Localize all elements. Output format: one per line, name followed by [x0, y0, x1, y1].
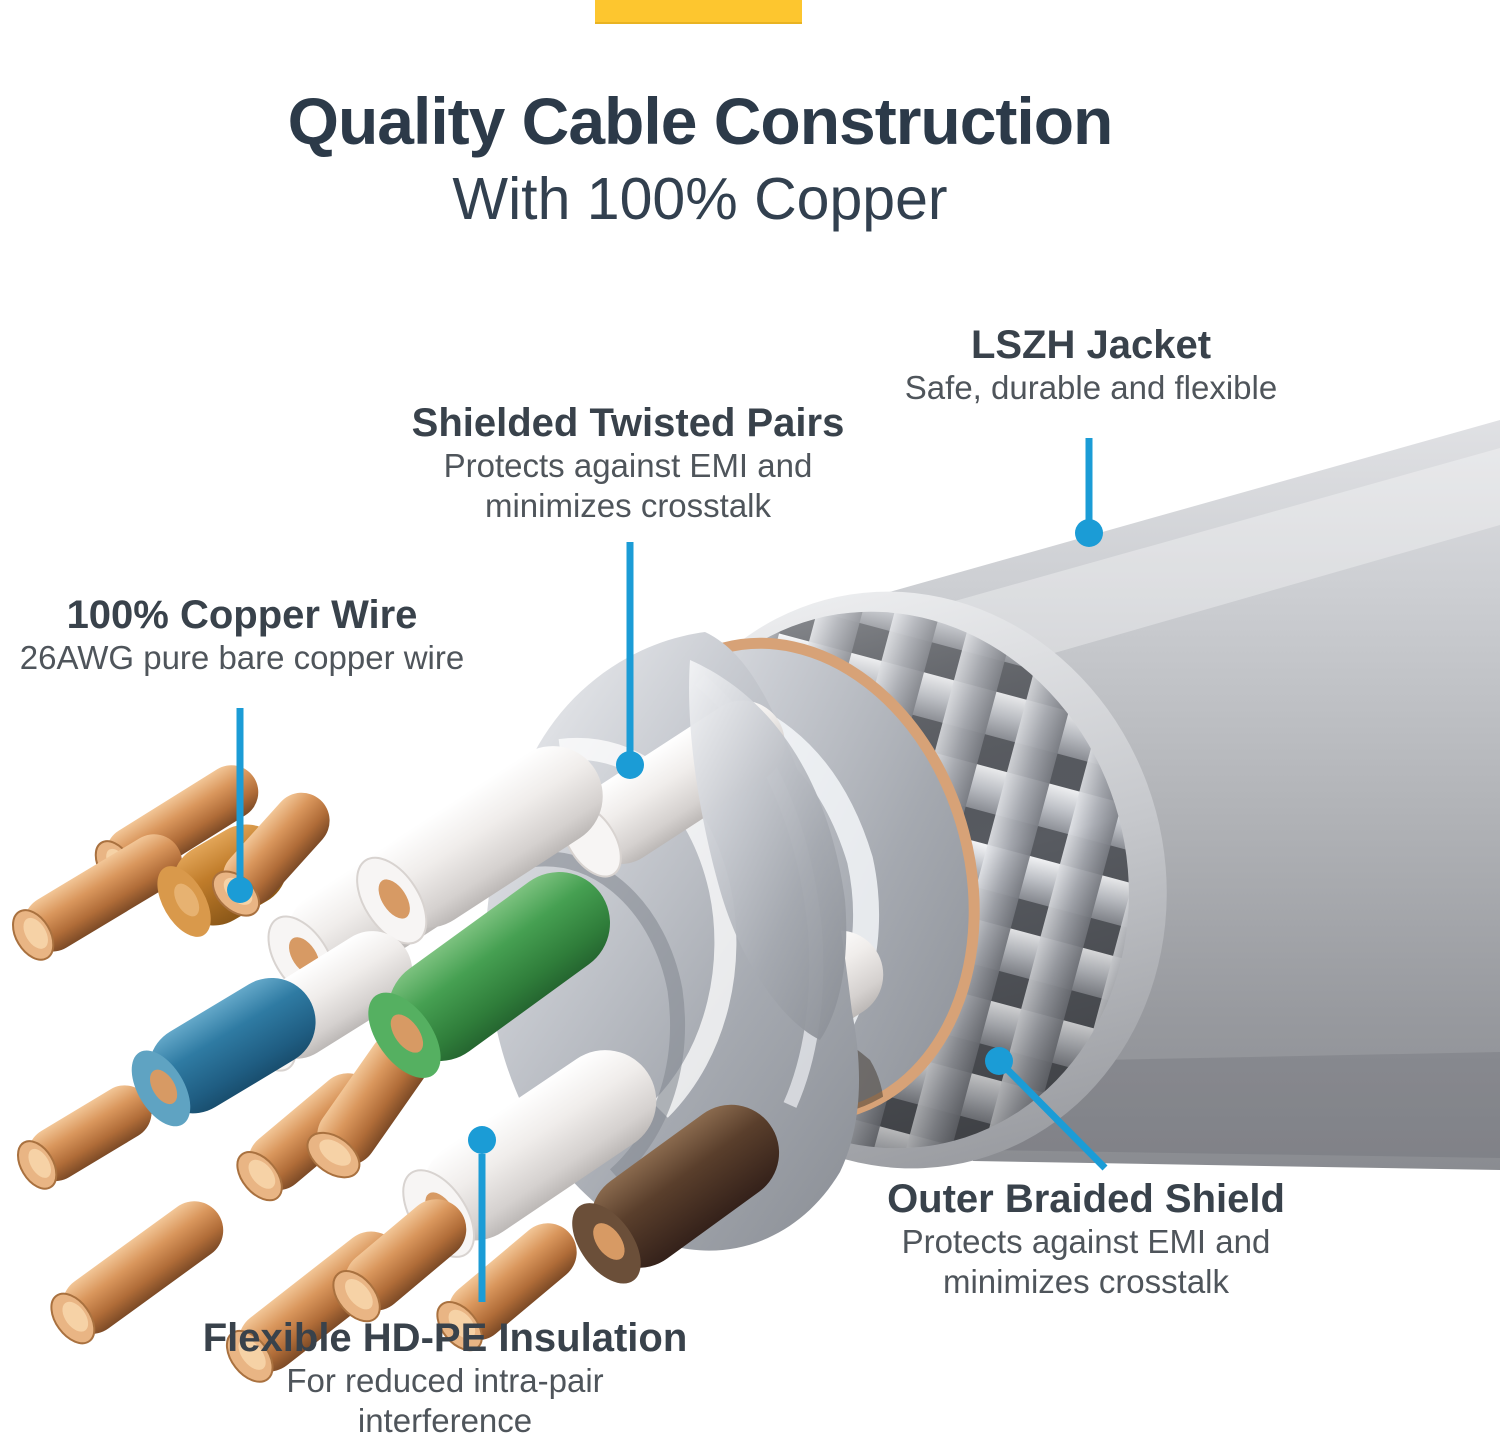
wire-green-insulation — [368, 872, 610, 1078]
callout-subtitle: Protects against EMI and — [901, 1223, 1271, 1260]
callout-subtitle: minimizes crosstalk — [484, 487, 772, 524]
callout-dot-stp — [616, 751, 644, 779]
wire-copper-tip — [12, 834, 183, 961]
wire-blue-insulation — [131, 977, 316, 1127]
callout-dot-lszh — [1075, 519, 1103, 547]
page-subtitle: With 100% Copper — [452, 166, 948, 232]
callout-title: LSZH Jacket — [970, 323, 1212, 367]
wire-copper-tip — [332, 1199, 467, 1323]
callout-subtitle: Safe, durable and flexible — [904, 369, 1278, 406]
cable-cutaway-illustration — [12, 420, 1500, 1383]
callout-shielded-twisted-pairs: Shielded Twisted Pairs Protects against … — [378, 400, 878, 526]
callout-subtitle: For reduced intra-pair interference — [286, 1362, 604, 1439]
callout-title: Shielded Twisted Pairs — [411, 401, 845, 445]
callout-dot-hdpe — [468, 1126, 496, 1154]
callout-lszh-jacket: LSZH Jacket Safe, durable and flexible — [841, 322, 1341, 408]
callout-subtitle: 26AWG pure bare copper wire — [19, 639, 465, 676]
callout-title: 100% Copper Wire — [66, 593, 418, 637]
callout-markers — [227, 438, 1108, 1302]
foil-flap — [689, 660, 847, 1040]
wire-copper-tip — [436, 1223, 577, 1352]
page-title: Quality Cable Construction — [287, 84, 1114, 158]
wire-brown-insulation — [572, 1104, 780, 1284]
callout-subtitle: minimizes crosstalk — [942, 1263, 1230, 1300]
wire-copper-tip — [16, 1085, 152, 1190]
callout-title: Flexible HD-PE Insulation — [202, 1316, 688, 1360]
accent-bar — [595, 0, 802, 24]
callout-subtitle: Protects against EMI and — [443, 447, 813, 484]
callout-title: Outer Braided Shield — [887, 1177, 1285, 1221]
wire-copper-tip — [50, 1201, 224, 1345]
callout-line-braid — [996, 1058, 1108, 1171]
callout-dot-copper — [227, 877, 253, 903]
callout-outer-braided-shield: Outer Braided Shield Protects against EM… — [836, 1176, 1336, 1302]
callout-hdpe-insulation: Flexible HD-PE Insulation For reduced in… — [195, 1315, 695, 1441]
callout-copper-wire: 100% Copper Wire 26AWG pure bare copper … — [0, 592, 492, 678]
wire-white-insulation — [356, 746, 603, 945]
page-header: Quality Cable Construction With 100% Cop… — [0, 82, 1400, 232]
